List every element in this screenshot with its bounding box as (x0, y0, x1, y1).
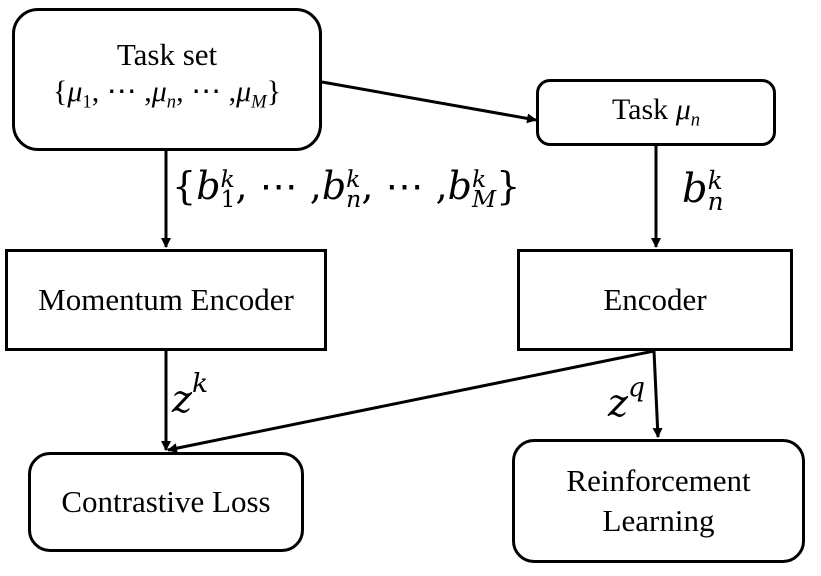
z-k-label: zk (172, 368, 209, 421)
contrastive-loss-label: Contrastive Loss (61, 484, 271, 519)
reinforcement-learning-box: Reinforcement Learning (512, 439, 805, 563)
momentum-encoder-box: Momentum Encoder (5, 249, 327, 351)
task-set-members: {μ1, ⋯ ,μn, ⋯ ,μM} (52, 75, 282, 113)
encoder-box: Encoder (517, 249, 793, 351)
momentum-encoder-label: Momentum Encoder (38, 282, 294, 317)
task-set-box: Task set {μ1, ⋯ ,μn, ⋯ ,μM} (12, 8, 322, 151)
arrow-taskset-to-task (321, 80, 537, 124)
reinforcement-learning-line1: Reinforcement (566, 463, 751, 498)
contrastive-loss-box: Contrastive Loss (28, 452, 304, 552)
task-mu-n-label: Task μn (611, 93, 701, 131)
encoder-label: Encoder (603, 282, 707, 317)
arrow-encoder-to-reinforcement-learning (652, 350, 663, 438)
reinforcement-learning-line2: Learning (602, 503, 715, 538)
arrow-encoder-to-contrastive-loss (167, 349, 655, 454)
z-q-label: zq (608, 372, 646, 425)
task-set-title: Task set (116, 37, 218, 73)
task-mu-n-box: Task μn (536, 79, 776, 146)
